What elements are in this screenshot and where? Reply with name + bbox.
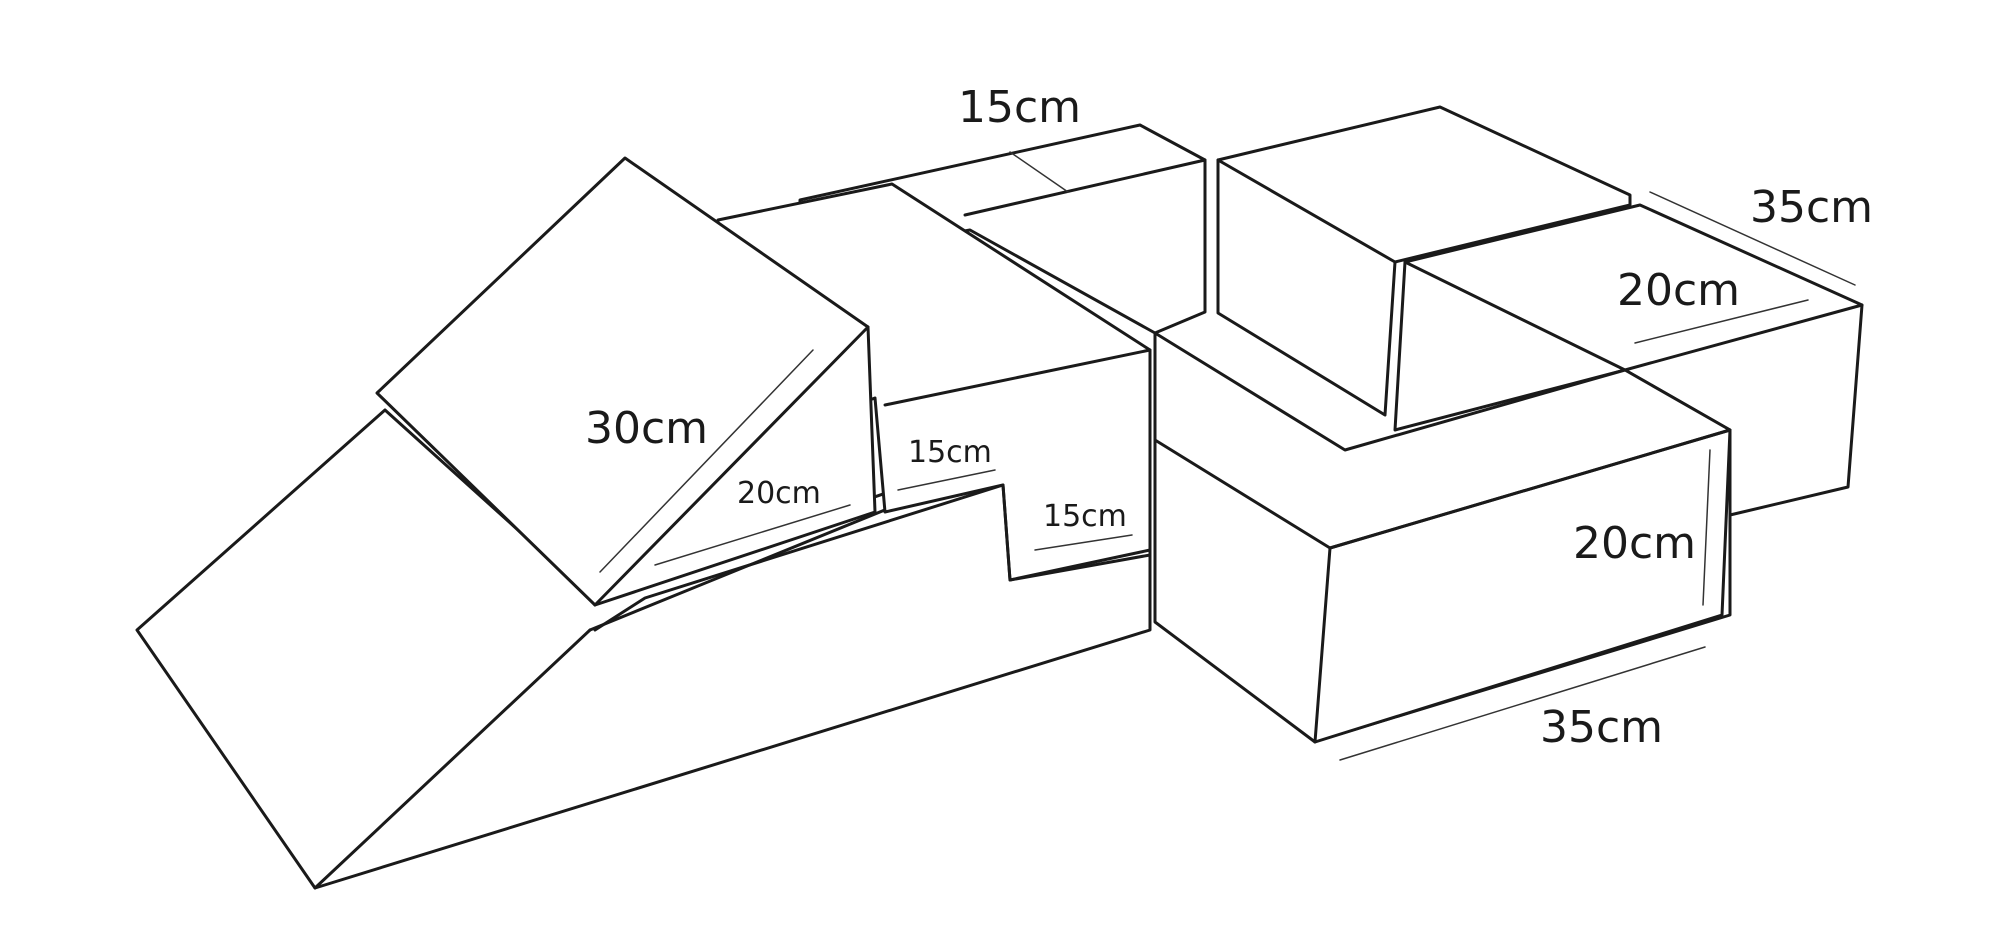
label-block-height: 20cm [1573,518,1696,569]
label-right-depth: 35cm [1750,182,1873,233]
label-step-lower: 15cm [1043,499,1127,534]
label-ramp-depth: 20cm [737,476,821,511]
top-wedge-ramp [375,156,877,607]
back-right-block [1216,105,1632,417]
label-top-width: 15cm [958,82,1081,133]
front-right-block [1153,428,1732,744]
dimension-lines [599,151,1856,761]
label-right-top-width: 20cm [1617,265,1740,316]
label-ramp-slope: 30cm [585,403,708,454]
label-step-upper: 15cm [908,435,992,470]
label-block-length: 35cm [1540,702,1663,753]
